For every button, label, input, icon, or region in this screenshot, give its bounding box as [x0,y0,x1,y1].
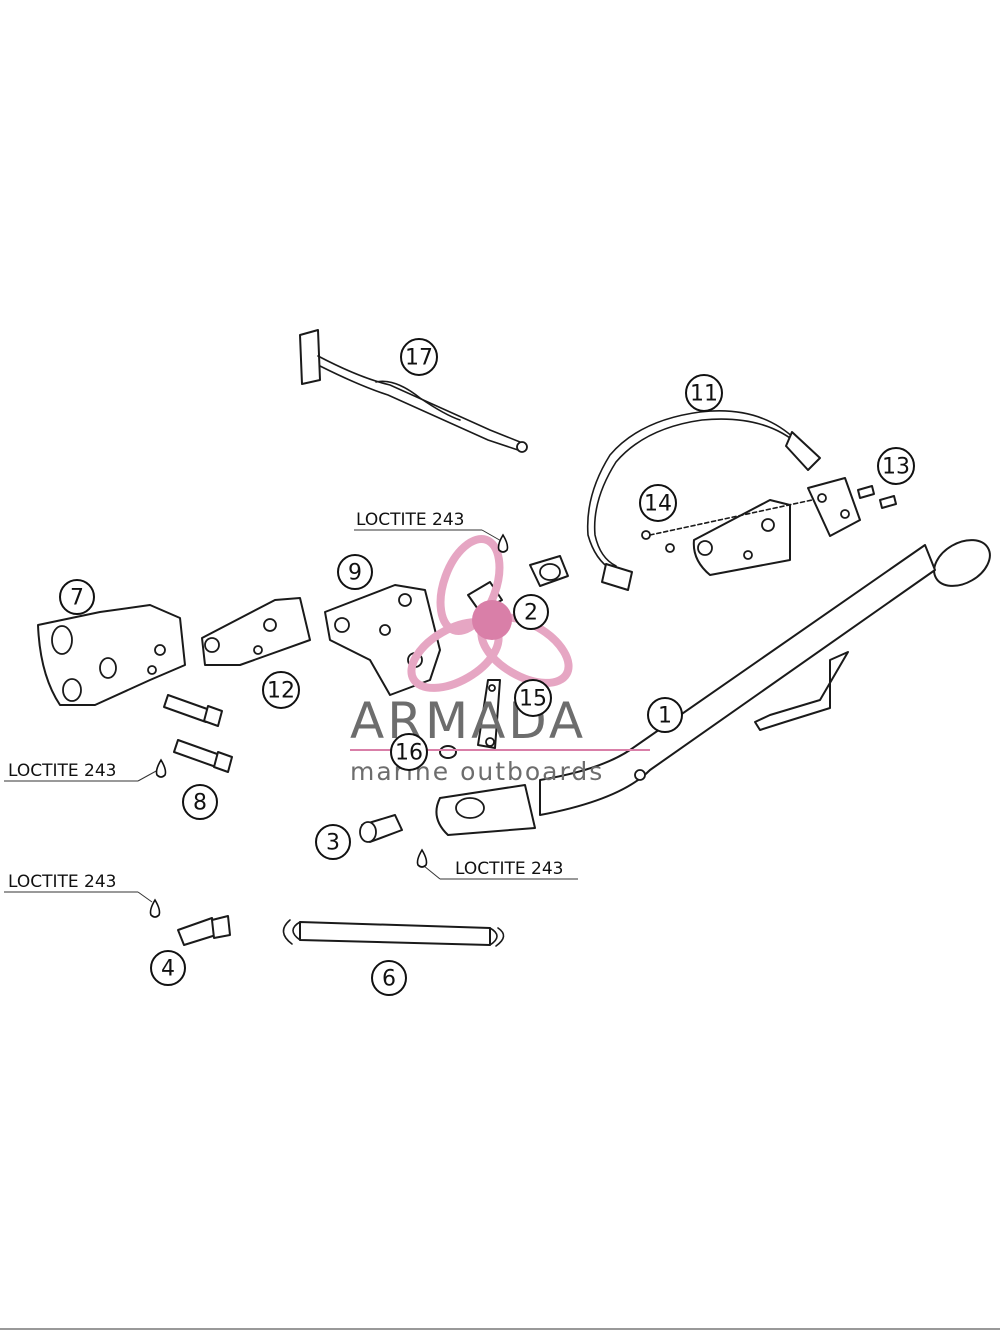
svg-text:LOCTITE 243: LOCTITE 243 [356,510,465,530]
part-7-mount-bracket [37,604,186,706]
part-15-link [477,679,501,749]
svg-text:LOCTITE 243: LOCTITE 243 [455,859,564,879]
watermark-tagline: marine outboards [350,757,604,786]
callout-11: 11 [685,374,723,412]
part-4-pin [177,915,231,946]
svg-text:16: 16 [395,741,423,766]
svg-text:1: 1 [658,704,672,729]
part-3-pin [359,814,403,843]
svg-text:4: 4 [161,957,175,982]
part-11-switch-cable [586,410,821,591]
loctite-label-top: LOCTITE 243 [354,510,509,553]
bottom-border [0,1328,1000,1330]
part-9-plate [324,584,441,696]
callout-3: 3 [315,824,351,860]
callout-13: 13 [877,447,915,485]
svg-text:14: 14 [644,492,672,517]
part-8-screws [163,694,233,773]
callout-7: 7 [59,579,95,615]
callout-1: 1 [647,697,683,733]
callout-16: 16 [390,733,428,771]
svg-text:13: 13 [882,455,910,480]
callout-9: 9 [337,554,373,590]
callout-12: 12 [262,671,300,709]
part-14-switch-plate [641,499,813,576]
svg-text:6: 6 [382,967,396,992]
callout-17: 17 [400,338,438,376]
loctite-label-left-2: LOCTITE 243 [4,872,161,918]
loctite-label-right: LOCTITE 243 [416,848,578,880]
svg-text:LOCTITE 243: LOCTITE 243 [8,761,117,781]
callout-14: 14 [639,484,677,522]
callout-6: 6 [371,960,407,996]
armada-logo [407,535,573,692]
callout-4: 4 [150,950,186,986]
part-17-cable [299,329,528,453]
svg-text:3: 3 [326,831,340,856]
svg-text:17: 17 [405,346,433,371]
svg-text:LOCTITE 243: LOCTITE 243 [8,872,117,892]
callout-8: 8 [182,784,218,820]
part-13-bracket [807,477,897,537]
callout-15: 15 [514,679,552,717]
svg-text:7: 7 [70,586,84,611]
svg-text:9: 9 [348,561,362,586]
svg-text:12: 12 [267,679,295,704]
svg-text:8: 8 [193,791,207,816]
svg-text:2: 2 [524,601,538,626]
part-6-spring [282,919,505,947]
part-12-plate [201,597,311,666]
svg-text:11: 11 [690,382,718,407]
svg-text:15: 15 [519,687,547,712]
loctite-label-left-1: LOCTITE 243 [4,758,167,782]
callout-2: 2 [513,594,549,630]
part-1-side-stand [435,539,991,836]
